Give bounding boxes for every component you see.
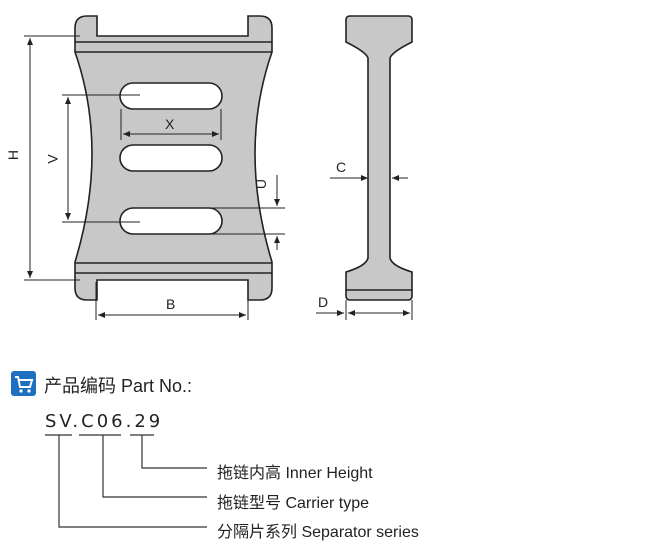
legend-carrier-type: 拖链型号 Carrier type (217, 495, 370, 512)
dim-h-label: H (5, 149, 22, 161)
legend-separator-series: 分隔片系列 Separator series (217, 524, 419, 541)
dim-u-label: U (253, 178, 270, 190)
part-code-leaders (45, 434, 207, 528)
dim-x-label: X (165, 116, 175, 132)
part-no-title: 产品编码 Part No.: (44, 376, 193, 396)
part-code: SV.C06.29 (45, 411, 164, 432)
cart-icon (11, 371, 36, 396)
dim-d-label: D (318, 294, 329, 310)
legend-inner-height: 拖链内高 Inner Height (217, 465, 373, 482)
dim-b-label: B (166, 296, 176, 312)
dim-c-label: C (336, 159, 347, 175)
dim-v-label: V (44, 154, 61, 164)
separator-front-view (74, 15, 273, 301)
separator-side-view (345, 15, 413, 301)
dimension-lines (24, 35, 413, 320)
